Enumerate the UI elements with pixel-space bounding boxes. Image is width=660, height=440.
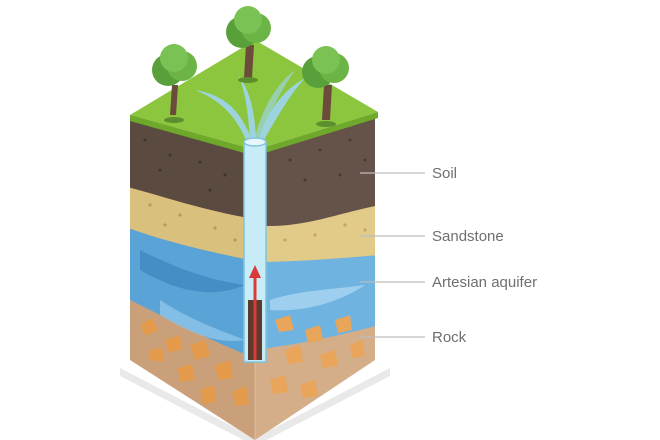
sandstone-speckles-right [283,223,367,242]
sandstone-label: Sandstone [432,228,504,245]
aquifer-label: Artesian aquifer [432,274,537,291]
soil-layer-left [130,115,255,220]
soil-layer-right [255,115,375,226]
sandstone-layer-left [130,185,255,262]
well-pipe [243,137,267,363]
upward-arrow-icon [249,265,261,360]
tree-icon [302,46,349,127]
ground-shadow [120,368,390,440]
aquifer-swirl-right [270,285,365,311]
rock-label: Rock [432,329,467,346]
aquifer-swirl-left-2 [160,300,245,341]
soil-label: Soil [432,165,457,182]
rock-chunks-right [270,315,365,398]
tree-icon [152,44,197,123]
grass-edge [130,112,378,156]
soil-speckles-left [143,138,227,192]
soil-speckles-right [288,138,367,182]
tree-icon [226,6,271,83]
sandstone-speckles-left [148,203,237,242]
grass-top [130,40,378,150]
right-face [255,115,375,440]
water-spray-icon [195,70,305,140]
aquifer-swirl-left [140,250,245,293]
rock-chunks-left [140,318,249,406]
left-face [130,115,255,440]
